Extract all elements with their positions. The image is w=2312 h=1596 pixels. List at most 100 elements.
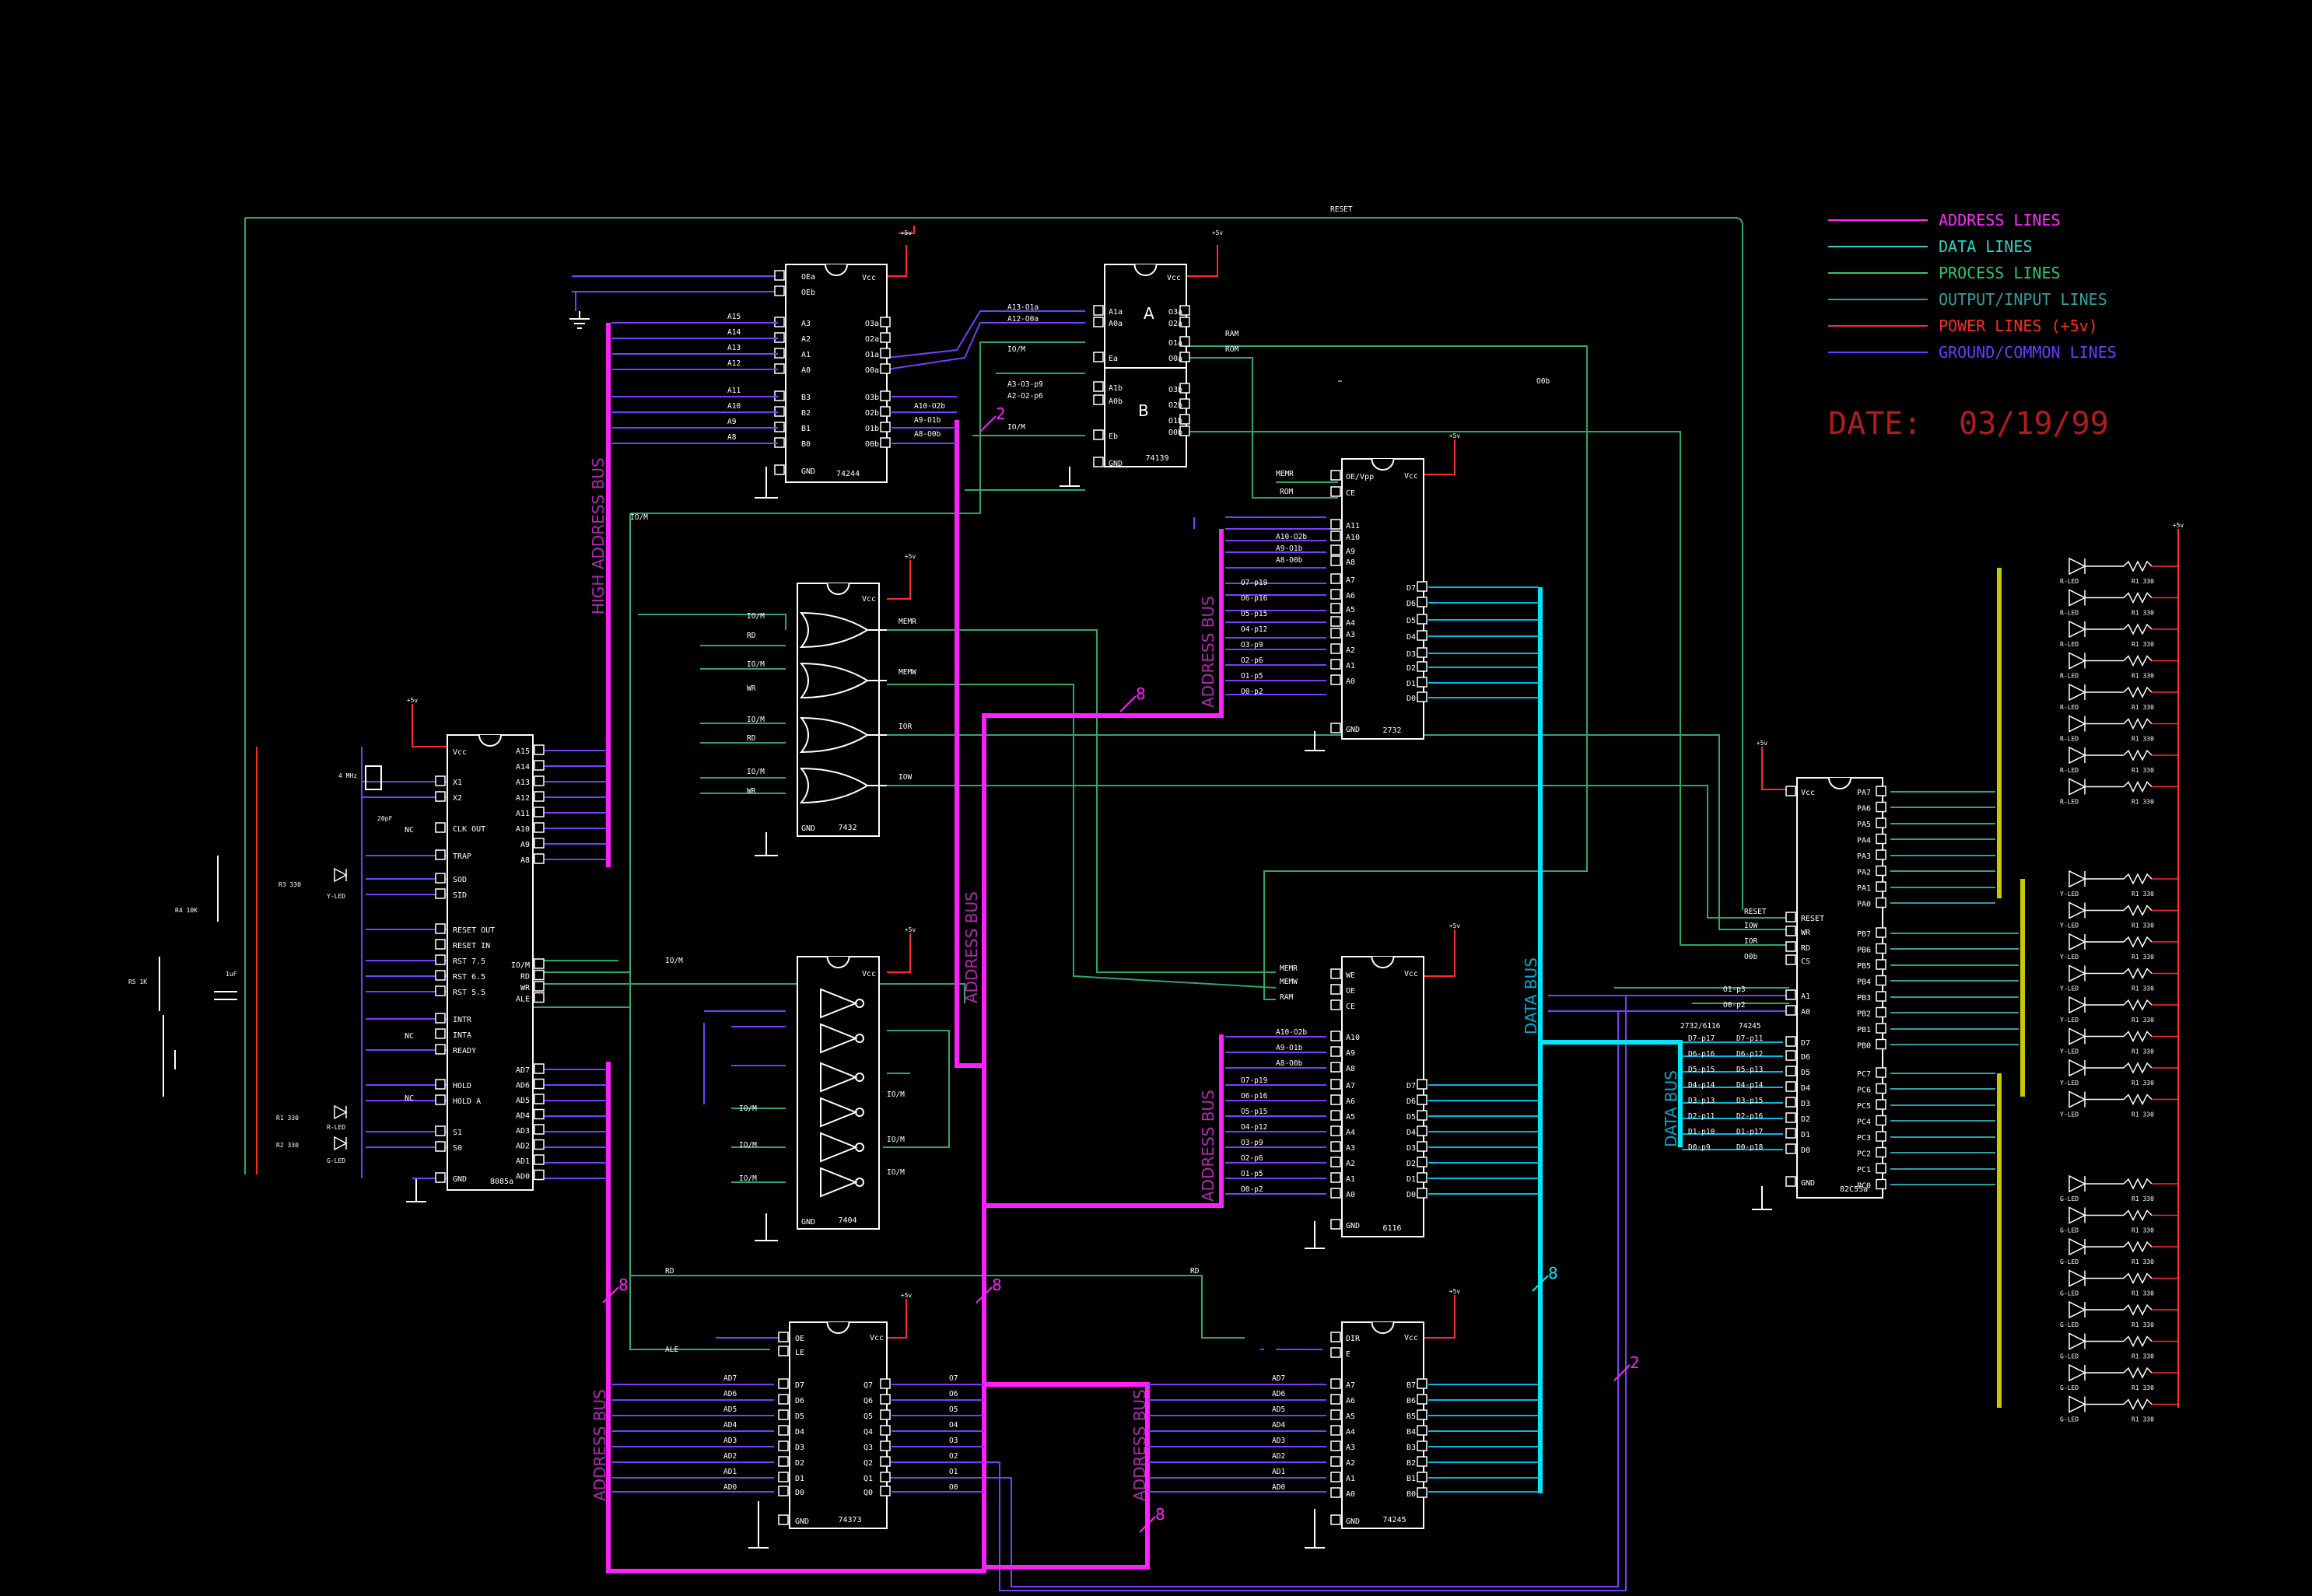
chip-8085-pin-box xyxy=(534,838,545,849)
chip-74373-pin-label: Q7 xyxy=(863,1381,873,1390)
chip-74245-pin-label: B3 xyxy=(1406,1444,1416,1452)
led-indicator xyxy=(334,1104,348,1120)
bus-map-left-label: D0-p9 xyxy=(1688,1143,1711,1152)
chip-74244-pin-label: O3a xyxy=(865,320,879,328)
chip-74139-pin-label: O2a xyxy=(1168,320,1182,328)
chip-74245-pin-box xyxy=(1330,1425,1341,1436)
address-bus-label-mid: ADDRESS BUS xyxy=(962,891,981,1003)
chip-6116-pin-label: D1 xyxy=(1406,1175,1416,1184)
port-b-led-resistor xyxy=(2123,1030,2153,1043)
address-bus-label-ram: ADDRESS BUS xyxy=(1199,1090,1217,1202)
chip-82c55-pin-box xyxy=(1785,1066,1796,1076)
chip-8085-pin-box xyxy=(435,1125,446,1136)
port-c-led-led xyxy=(2069,1363,2086,1382)
rd-wire-label: RD xyxy=(665,1267,674,1276)
chip-8085-pin-box xyxy=(534,981,545,992)
chip-74244-pin-box xyxy=(880,422,891,432)
chip-82c55-pin-box xyxy=(1876,1163,1886,1174)
bus-map-right-label: D1-p17 xyxy=(1736,1128,1763,1136)
chip-82c55-pin-label: D1 xyxy=(1801,1131,1810,1139)
chip-74245-pin-box xyxy=(1330,1472,1341,1482)
chip-82c55-pin-box xyxy=(1785,1112,1796,1123)
chip-2732-pin-label: A11 xyxy=(1346,522,1360,530)
port-c-led-led-label: G-LED xyxy=(2060,1227,2079,1234)
chip-74244-notch xyxy=(825,264,848,276)
chip-8085-pin-box xyxy=(534,992,545,1003)
chip-6116-pin-label: A1 xyxy=(1346,1175,1355,1184)
chip-2732-pin-label: A10 xyxy=(1346,534,1360,542)
chip-82c55-pin-box xyxy=(1876,959,1886,970)
power-5v-label: +5v xyxy=(1212,229,1224,236)
data-bus-label-main: DATA BUS xyxy=(1522,957,1540,1034)
chip-74373-pin-box xyxy=(778,1409,789,1420)
chip-2732-pin-box xyxy=(1417,677,1427,688)
chip-2732-pin-box xyxy=(1417,691,1427,702)
chip-74244-pin-label: O2a xyxy=(865,335,879,344)
chip-2732-pin-box xyxy=(1417,661,1427,672)
chip-82c55-pin-label: PC2 xyxy=(1857,1150,1871,1159)
resistor-r1-label: R1 330 xyxy=(276,1115,299,1122)
inverter-bubble xyxy=(855,1073,864,1082)
chip-82c55-pin-box xyxy=(1876,1146,1886,1158)
bus-count-8-slash xyxy=(1139,1516,1156,1533)
chip-2732-pin-label: D7 xyxy=(1406,584,1416,593)
chip-2732-pin-label: A1 xyxy=(1346,662,1355,670)
chip-8085-pin-box xyxy=(534,807,545,817)
chip-74244-pin-box xyxy=(880,332,891,343)
chip-74139-pin-label: O2b xyxy=(1168,401,1182,410)
crystal-4mhz xyxy=(365,765,382,790)
port-b-led-led xyxy=(2069,1027,2086,1045)
chip-74245-pin-box xyxy=(1330,1394,1341,1405)
chip-8085-pin-label: SOD xyxy=(453,876,467,884)
chip-74139-pin-box xyxy=(1179,305,1190,316)
chip-82c55-pin-label: PA6 xyxy=(1857,805,1871,814)
chip-2732: 2732VccOE/VppCEA11A10A9A8A7A6A5A4A3A2A1A… xyxy=(1330,458,1427,740)
chip-6116: 6116VccWEOECEA10A9A8A7A6A5A4A3A2A1A0GNDD… xyxy=(1330,956,1427,1237)
chip-82c55-pin-label: A0 xyxy=(1801,1008,1810,1017)
chip-82c55-pin-box xyxy=(1876,1131,1886,1142)
chip-7404-notch xyxy=(826,956,850,968)
or-gate-output-label: MEMW xyxy=(899,668,916,677)
inverter-bubble xyxy=(855,1143,864,1152)
chip-74139-pin-box xyxy=(1093,317,1104,327)
power-5v-label: +5v xyxy=(407,697,419,704)
chip-74244-vcc: Vcc xyxy=(862,274,876,282)
or-gate-output-label: MEMR xyxy=(899,618,916,626)
port-a-led-led-label: R-LED xyxy=(2060,610,2079,617)
inverter-gate xyxy=(820,988,858,1019)
ram-low-label: O7-p19 xyxy=(1241,1076,1268,1085)
date-label: DATE: xyxy=(1828,406,1921,442)
chip-82c55-pin-label: PC4 xyxy=(1857,1118,1871,1127)
port-c-led-resistor-label: R1 330 xyxy=(2132,1227,2154,1234)
chip-74245-body xyxy=(1341,1321,1424,1529)
latch-output-label: O1 xyxy=(949,1468,958,1476)
chip-74373-pin-box xyxy=(778,1394,789,1405)
bus-map-left-label: D3-p13 xyxy=(1688,1097,1715,1105)
rom-low-label: O0-p2 xyxy=(1241,688,1263,696)
chip-2732-pin-label: GND xyxy=(1346,726,1360,734)
io-m-8085-label: IO/M xyxy=(665,957,683,965)
io-m-inv-label: IO/M xyxy=(887,1090,905,1099)
io-m-or-label: IO/M xyxy=(747,716,765,724)
chip-6116-pin-label: OE xyxy=(1346,987,1355,996)
chip-2732-pin-box xyxy=(1417,630,1427,641)
bus-map-right-label: D2-p16 xyxy=(1736,1112,1764,1121)
wr-or-label: WR xyxy=(747,684,756,693)
chip-8085-pin-label: RST 7.5 xyxy=(453,957,485,966)
chip-82c55-pin-box xyxy=(1785,941,1796,952)
chip-74373-pin-box xyxy=(778,1440,789,1451)
chip-2732-pin-box xyxy=(1330,674,1341,685)
chip-82c55-pin-label: PB1 xyxy=(1857,1026,1871,1034)
chip-74244-pin-label: B1 xyxy=(801,425,811,433)
port-c-led-resistor xyxy=(2123,1335,2153,1348)
chip-74373-pin-box xyxy=(880,1394,891,1405)
chip-2732-pin-box xyxy=(1330,628,1341,639)
chip-6116-pin-box xyxy=(1330,1188,1341,1199)
chip-6116-pin-label: A5 xyxy=(1346,1113,1355,1122)
chip-74139-pin-box xyxy=(1179,414,1190,425)
chip-74245-pin-label: B6 xyxy=(1406,1397,1416,1405)
power-5v-label: +5v xyxy=(1449,922,1461,929)
chip-82c55-pin-label: PA0 xyxy=(1857,901,1871,909)
